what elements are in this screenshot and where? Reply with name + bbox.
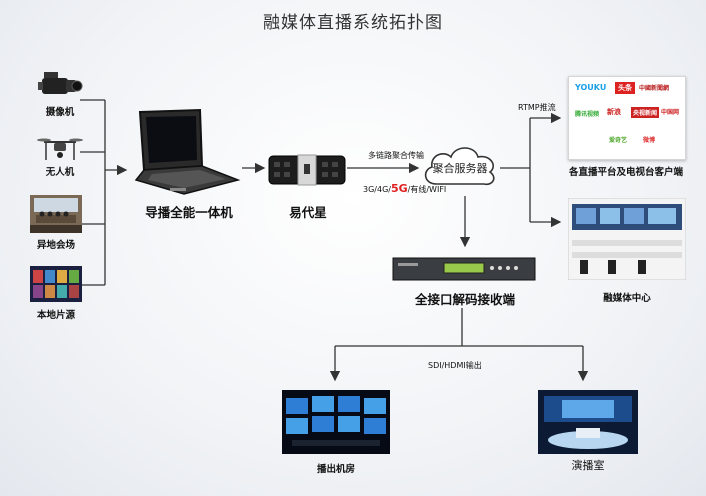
sina-logo: 新浪 [607,108,621,116]
rtmp-label: RTMP推流 [518,103,556,112]
source-label-camera: 摄像机 [45,107,75,118]
laptop-icon [134,108,241,195]
platform-logos-panel: YOUKU 头条 中國新聞網 腾讯视频 新浪 央视新闻 中国网 爱奇艺 微博 [568,76,686,160]
camera-icon [38,72,83,94]
youku-logo: YOUKU [575,83,607,92]
network-link-label: 3G/4G/5G/有线/WIFI [363,182,446,195]
china-net-logo: 中国网 [661,109,680,116]
media-center-label: 融媒体中心 [603,293,651,304]
drone-icon [37,138,83,160]
cloud-server-label: 聚合服务器 [432,162,488,175]
encoder-label: 导播全能一体机 [145,205,233,220]
network-suffix: /有线/WIFI [407,185,447,194]
sdi-label: SDI/HDMI输出 [428,361,482,370]
platforms-label: 各直播平台及电视台客户端 [568,167,683,178]
source-label-local: 本地片源 [36,310,75,321]
video-library-icon [30,266,82,302]
studio-label: 演播室 [571,459,605,472]
cloud-icon [424,147,495,186]
conference-room-icon [30,195,82,233]
chinanews-logo: 中國新聞網 [639,85,670,92]
media-center-photo [568,198,686,280]
decoder-device-icon [392,257,536,281]
playout-room-photo [282,390,390,454]
yidaixing-label: 易代星 [289,205,327,220]
diagram-title: 融媒体直播系统拓扑图 [263,13,443,33]
iqiyi-logo: 爱奇艺 [609,137,628,144]
decoder-label: 全接口解码接收端 [414,292,515,307]
source-label-venue: 异地会场 [36,240,75,251]
playout-room-label: 播出机房 [316,464,355,475]
network-prefix: 3G/4G/ [363,185,391,194]
toutiao-logo: 头条 [615,82,635,94]
cctv-news-logo: 央视新闻 [631,107,660,118]
studio-photo [538,390,638,454]
tencent-video-logo: 腾讯视频 [575,111,600,118]
yidaixing-device-icon [268,154,346,186]
aggregation-link-label: 多链路聚合传输 [368,151,424,160]
source-label-drone: 无人机 [45,167,75,178]
network-5g: 5G [390,182,408,195]
weibo-logo: 微博 [643,137,656,144]
